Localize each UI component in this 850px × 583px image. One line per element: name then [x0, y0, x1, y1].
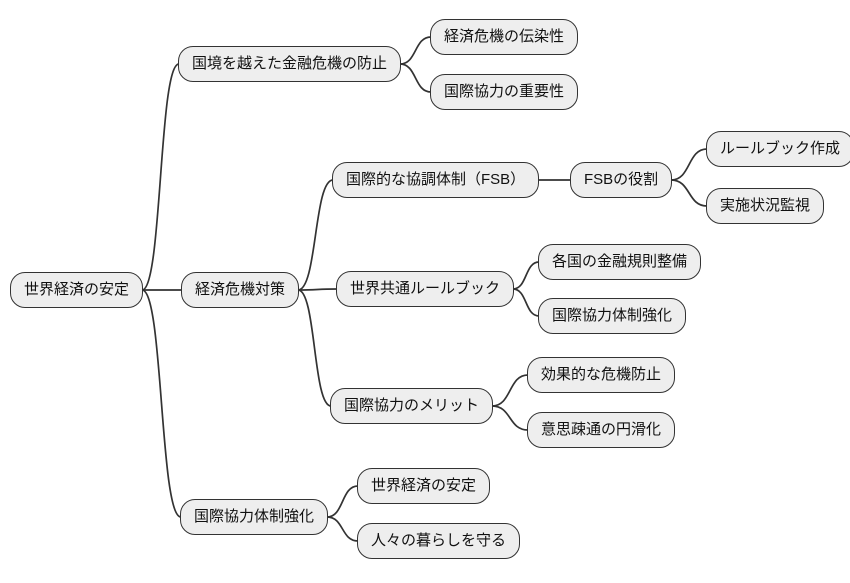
edge [671, 148, 708, 181]
node-world-economic-stability: 世界経済の安定 [10, 272, 144, 308]
node-effective-crisis-prevention: 効果的な危機防止 [527, 357, 676, 393]
edge [399, 63, 432, 93]
edge [326, 485, 359, 518]
node-crisis-contagion: 経済危機の伝染性 [430, 19, 579, 55]
node-international-coordination-fsb: 国際的な協調体制（FSB） [332, 162, 540, 198]
edge [512, 288, 540, 317]
edge [141, 63, 180, 291]
edge [399, 36, 432, 65]
edge [297, 179, 334, 291]
node-implementation-monitoring: 実施状況監視 [706, 188, 825, 224]
edge [491, 405, 529, 431]
node-protect-livelihoods: 人々の暮らしを守る [357, 523, 521, 559]
node-cross-border-crisis-prevention: 国境を越えた金融危機の防止 [178, 46, 402, 82]
edge [491, 374, 529, 407]
edge [298, 288, 338, 291]
node-cooperation-framework-strengthening: 国際協力体制強化 [538, 298, 687, 334]
node-global-common-rulebook: 世界共通ルールブック [336, 271, 515, 307]
node-cooperation-strengthening-branch: 国際協力体制強化 [180, 499, 329, 535]
node-cooperation-merits: 国際協力のメリット [330, 388, 494, 424]
node-rulebook-creation: ルールブック作成 [706, 131, 850, 167]
node-economic-crisis-countermeasures: 経済危機対策 [181, 272, 300, 308]
edge [512, 261, 540, 290]
edge [326, 516, 359, 542]
edge [671, 179, 708, 207]
node-fsb-role: FSBの役割 [570, 162, 673, 198]
node-importance-of-cooperation: 国際協力の重要性 [430, 74, 579, 110]
node-smooth-communication: 意思疎通の円滑化 [527, 412, 676, 448]
edge [141, 289, 182, 518]
node-world-economy-stability-leaf: 世界経済の安定 [357, 468, 491, 504]
edge [297, 289, 332, 407]
node-national-financial-rules: 各国の金融規則整備 [538, 244, 702, 280]
